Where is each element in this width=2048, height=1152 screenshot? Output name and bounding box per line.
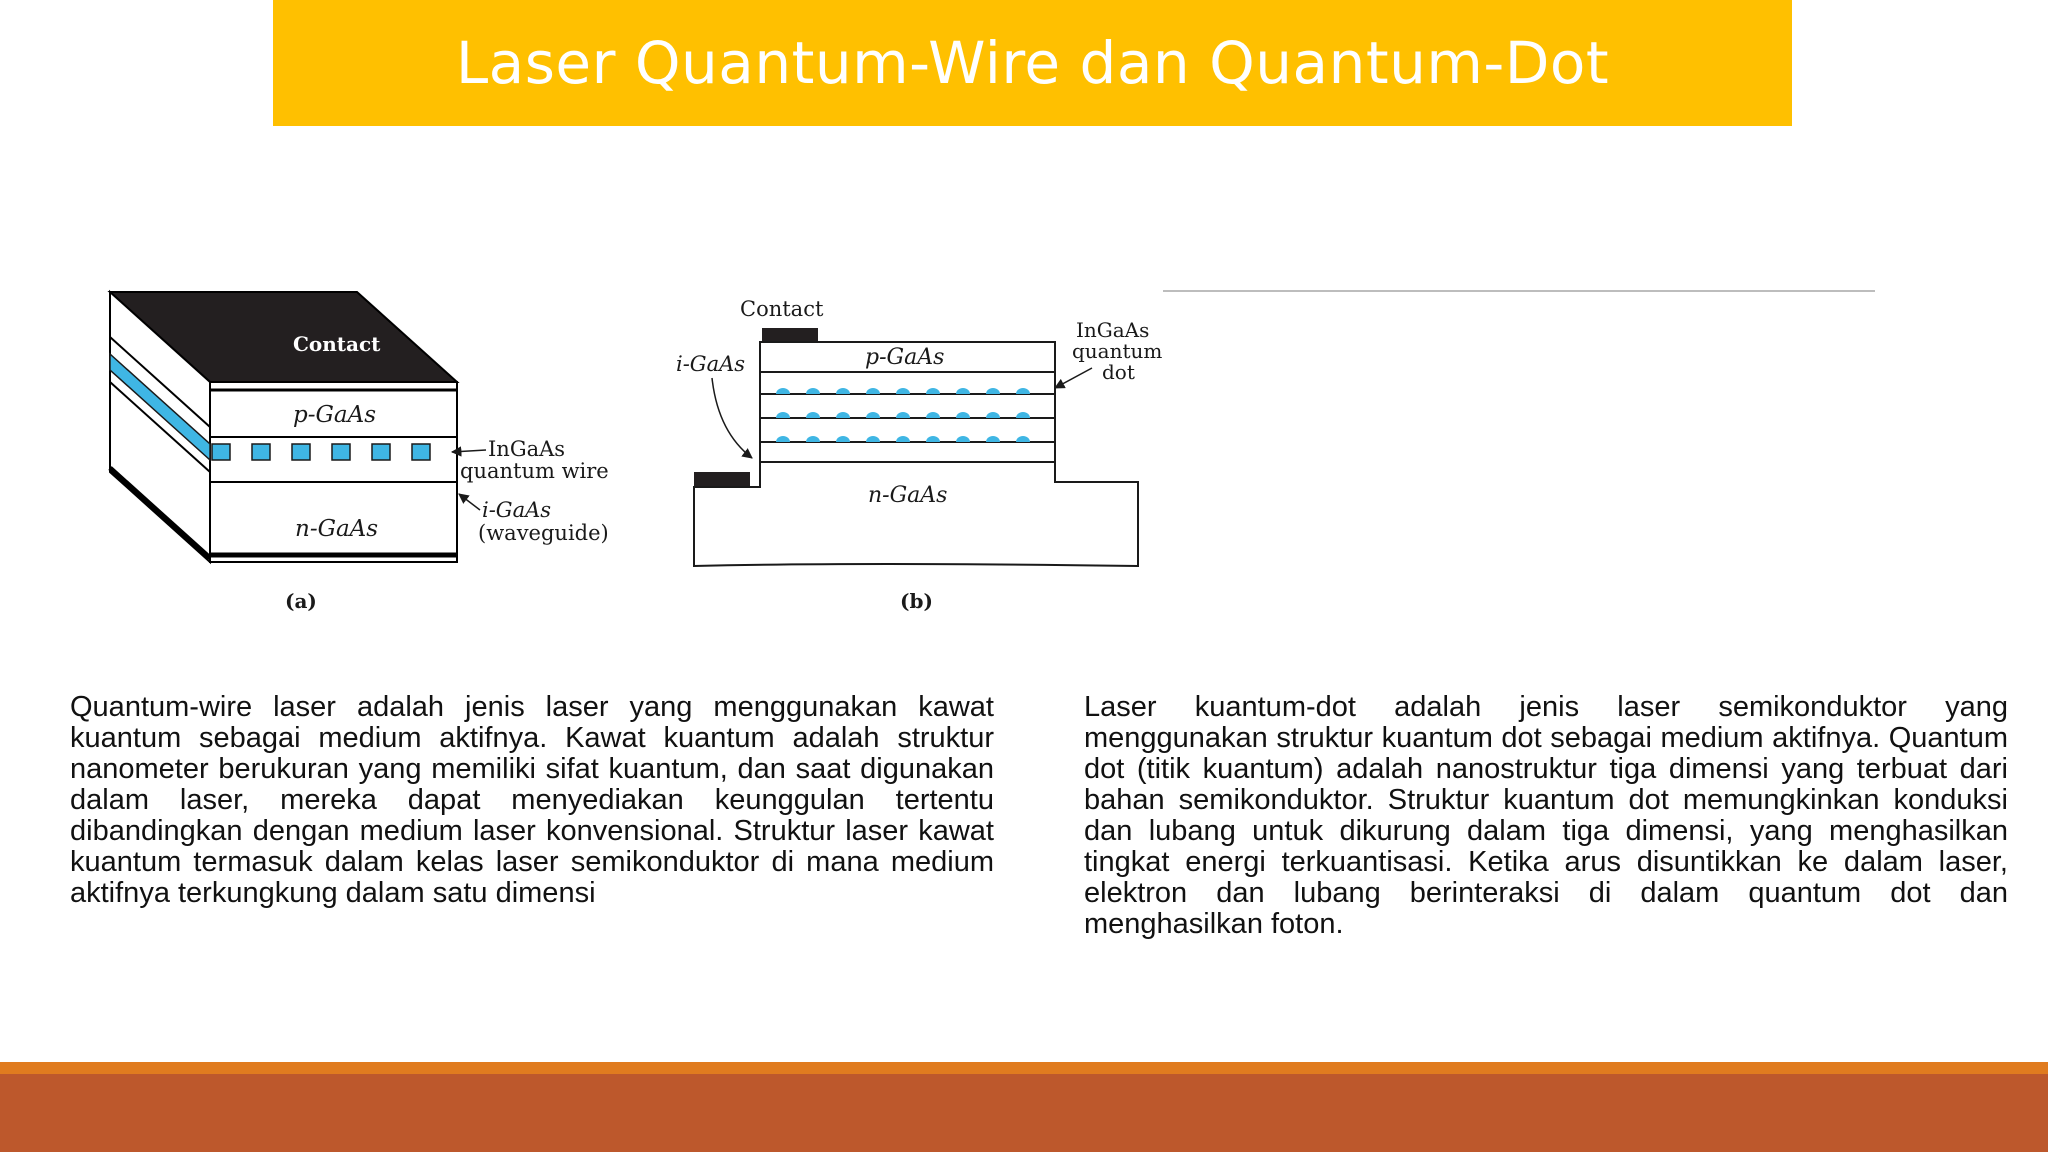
panel-a-caption: (a) — [285, 589, 317, 613]
divider-line — [1163, 290, 1875, 292]
panel-b-top-contact — [762, 328, 818, 342]
panel-a-wire-label-1: InGaAs — [488, 437, 565, 461]
panel-b-contact-label: Contact — [740, 297, 824, 321]
panel-a-n-label: n-GaAs — [295, 516, 378, 542]
laser-structure-figure: Contact p-GaAs n-GaAs InGaAs quantum wir… — [100, 282, 1170, 622]
panel-b-dot-label-3: dot — [1102, 360, 1135, 384]
panel-b-n-label: n-GaAs — [868, 483, 947, 508]
panel-b-caption: (b) — [900, 589, 933, 613]
panel-b-dot-label-1: InGaAs — [1076, 318, 1149, 342]
quantum-dot-paragraph: Laser kuantum-dot adalah jenis laser sem… — [1084, 691, 2008, 940]
panel-a-quantum-wires — [211, 443, 431, 461]
panel-b-diagram: Contact p-GaAs i-GaAs n-GaAs InGaAs quan… — [676, 297, 1162, 613]
panel-a-p-label: p-GaAs — [293, 402, 376, 428]
panel-a-contact-label: Contact — [293, 332, 381, 356]
panel-a-wire-stripe — [109, 352, 211, 462]
title-banner: Laser Quantum-Wire dan Quantum-Dot — [273, 0, 1792, 126]
panel-b-dot-label-2: quantum — [1072, 339, 1162, 363]
quantum-wire-paragraph: Quantum-wire laser adalah jenis laser ya… — [70, 691, 994, 909]
footer-bar — [0, 1074, 2048, 1152]
panel-a-front-face — [209, 381, 458, 563]
panel-a-guide-label-2: (waveguide) — [478, 521, 609, 545]
figure-svg: Contact p-GaAs n-GaAs InGaAs quantum wir… — [107, 289, 1162, 613]
panel-a-wire-label-2: quantum wire — [460, 459, 609, 483]
panel-a-diagram: Contact p-GaAs n-GaAs InGaAs quantum wir… — [107, 289, 609, 613]
panel-b-bottom-contact — [694, 472, 750, 486]
panel-b-p-label: p-GaAs — [865, 345, 944, 370]
panel-a-guide-label-1: i-GaAs — [482, 498, 551, 522]
panel-b-i-label: i-GaAs — [676, 352, 745, 376]
panel-b-quantum-dots — [776, 388, 1030, 442]
slide-title: Laser Quantum-Wire dan Quantum-Dot — [455, 29, 1610, 97]
footer-accent-bar — [0, 1062, 2048, 1074]
panel-b-substrate — [693, 461, 1139, 568]
